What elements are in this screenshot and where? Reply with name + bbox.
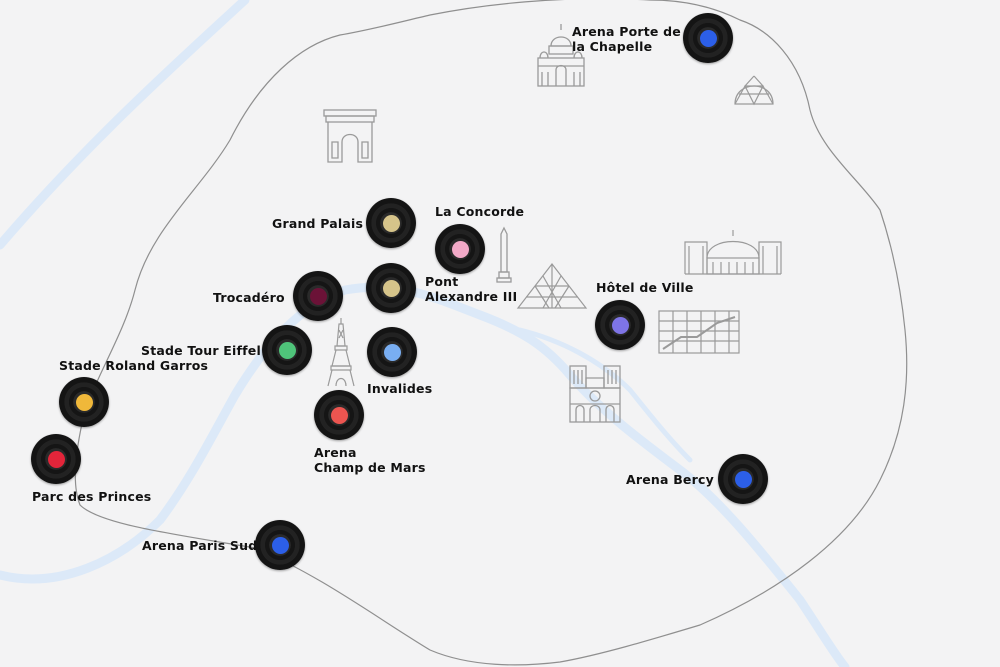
- venue-color-dot: [451, 240, 469, 258]
- venue-label[interactable]: Hôtel de Ville: [596, 280, 694, 295]
- venue-label[interactable]: La Concorde: [435, 204, 524, 219]
- venue-disc-icon[interactable]: [31, 434, 81, 484]
- eiffel-tower-icon: [326, 316, 356, 388]
- grand-palais-building-icon: [683, 228, 783, 276]
- venue-color-dot: [382, 214, 400, 232]
- venue-label-line: Arena: [314, 445, 357, 460]
- seine-river-channel: [517, 327, 693, 463]
- venue-label-line: Arena Porte de: [572, 24, 681, 39]
- venue-label[interactable]: Trocadéro: [213, 290, 285, 305]
- venue-disc-icon[interactable]: [255, 520, 305, 570]
- venue-color-dot: [47, 450, 65, 468]
- venue-disc-icon[interactable]: [59, 377, 109, 427]
- venue-disc-icon[interactable]: [435, 224, 485, 274]
- notre-dame-icon: [568, 364, 622, 424]
- venue-disc-icon[interactable]: [262, 325, 312, 375]
- venue-color-dot: [699, 29, 717, 47]
- venue-label-line: Grand Palais: [272, 216, 364, 231]
- venue-label[interactable]: Grand Palais: [272, 216, 363, 231]
- venue-label[interactable]: Arena Paris Sud: [142, 538, 257, 553]
- venue-label-line: Stade Tour Eiffel: [141, 343, 261, 358]
- venue-disc-icon[interactable]: [718, 454, 768, 504]
- venue-label-line: Alexandre III: [425, 289, 518, 304]
- venue-label-line: Parc des Princes: [32, 489, 152, 504]
- arc-de-triomphe-icon: [322, 108, 378, 164]
- venue-color-dot: [330, 406, 348, 424]
- venue-disc-icon[interactable]: [683, 13, 733, 63]
- venue-color-dot: [278, 341, 296, 359]
- sacre-coeur-icon: [534, 22, 588, 88]
- venue-label-line: Champ de Mars: [314, 460, 426, 475]
- venue-label[interactable]: Invalides: [367, 381, 432, 396]
- venue-disc-icon[interactable]: [366, 198, 416, 248]
- venue-label[interactable]: Arena Bercy: [626, 472, 714, 487]
- paris-boundary: [74, 0, 908, 666]
- venue-label-line: Stade Roland Garros: [59, 358, 209, 373]
- venue-label-line: Hôtel de Ville: [596, 280, 694, 295]
- venue-color-dot: [383, 343, 401, 361]
- seine-river: [0, 0, 250, 250]
- venue-disc-icon[interactable]: [366, 263, 416, 313]
- venue-label-line: Arena Paris Sud: [142, 538, 258, 553]
- venue-color-dot: [75, 393, 93, 411]
- venue-label[interactable]: Stade Roland Garros: [59, 358, 208, 373]
- venue-color-dot: [271, 536, 289, 554]
- venue-color-dot: [309, 287, 327, 305]
- venue-label[interactable]: Parc des Princes: [32, 489, 151, 504]
- venue-color-dot: [734, 470, 752, 488]
- pompidou-centre-icon: [657, 309, 741, 355]
- venue-disc-icon[interactable]: [314, 390, 364, 440]
- venue-disc-icon[interactable]: [293, 271, 343, 321]
- venue-label-line: La Concorde: [435, 204, 525, 219]
- obelisk-icon: [495, 226, 513, 284]
- venue-label-line: Trocadéro: [213, 290, 285, 305]
- louvre-pyramid-icon: [516, 262, 588, 310]
- venue-label-line: Invalides: [367, 381, 433, 396]
- venue-color-dot: [611, 316, 629, 334]
- seine-river: [0, 282, 850, 667]
- venue-disc-icon[interactable]: [595, 300, 645, 350]
- venue-label-line: Arena Bercy: [626, 472, 714, 487]
- venue-disc-icon[interactable]: [367, 327, 417, 377]
- venue-label-line: Pont: [425, 274, 459, 289]
- venue-label[interactable]: Stade Tour Eiffel: [141, 343, 261, 358]
- venue-color-dot: [382, 279, 400, 297]
- venue-label-line: la Chapelle: [572, 39, 653, 54]
- geode-icon: [733, 72, 775, 106]
